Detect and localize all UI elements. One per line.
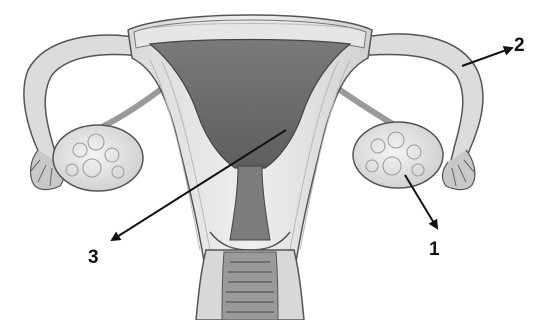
left-ovary [53,125,143,191]
left-ovarian-ligament [100,90,160,128]
label-1: 1 [429,240,440,259]
vagina [196,250,304,320]
label-3: 3 [88,248,99,267]
right-ovary [353,122,443,188]
label-2: 2 [514,36,525,55]
arrow-2 [462,48,512,66]
